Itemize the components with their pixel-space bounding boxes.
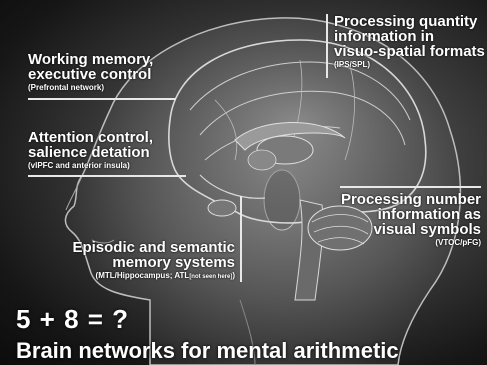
label-episodic: Episodic and semantic memory systems (MT… xyxy=(72,240,235,280)
leader-episodic xyxy=(240,196,242,282)
leader-working-memory xyxy=(28,98,176,100)
label-processing-quantity: Processing quantity information in visuo… xyxy=(334,14,485,69)
leader-attention xyxy=(28,175,186,177)
leader-processing-number xyxy=(340,186,481,188)
label-attention: Attention control, salience detation (vl… xyxy=(28,130,153,170)
equation: 5 + 8 = ? xyxy=(16,304,129,335)
caption: Brain networks for mental arithmetic xyxy=(16,338,399,364)
label-working-memory: Working memory, executive control (Prefr… xyxy=(28,52,153,92)
leader-processing-quantity xyxy=(326,14,328,78)
label-processing-number: Processing number information as visual … xyxy=(341,192,481,247)
